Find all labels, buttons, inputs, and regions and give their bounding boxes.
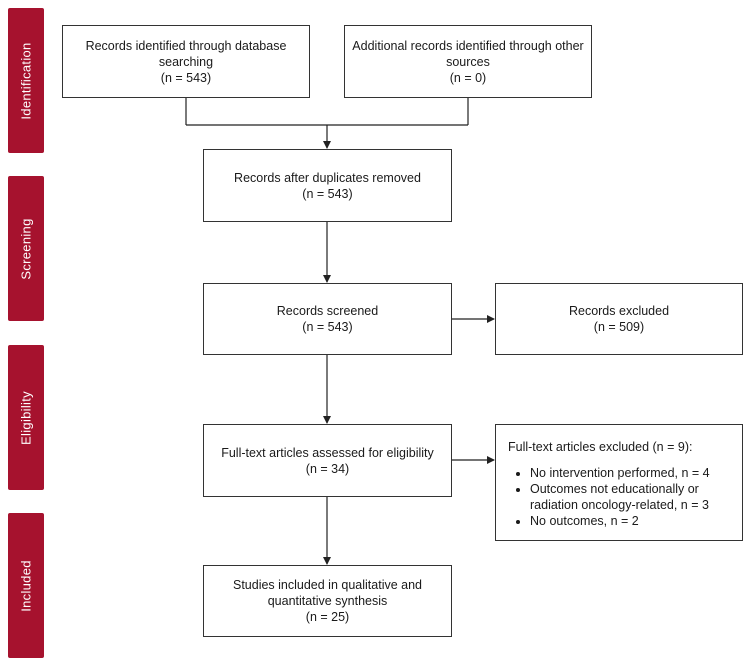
box-fulltext-excluded: Full-text articles excluded (n = 9): No … <box>495 424 743 541</box>
list-item: No outcomes, n = 2 <box>530 513 732 529</box>
box-records-excluded: Records excluded (n = 509) <box>495 283 743 355</box>
box-count: (n = 34) <box>305 461 350 476</box>
box-after-duplicates: Records after duplicates removed (n = 54… <box>203 149 452 222</box>
box-title: Full-text articles excluded (n = 9): <box>508 440 693 454</box>
phase-label: Identification <box>18 41 34 120</box>
box-text: sources <box>446 54 490 69</box>
phase-eligibility: Eligibility <box>8 345 44 490</box>
box-count: (n = 543) <box>302 186 353 201</box>
box-other-records: Additional records identified through ot… <box>344 25 592 98</box>
phase-label: Screening <box>18 217 34 280</box>
box-count: (n = 25) <box>305 610 350 624</box>
box-text: Records excluded <box>568 304 670 318</box>
box-count: (n = 543) <box>302 320 353 334</box>
box-count: (n = 509) <box>593 320 645 334</box>
list-item: Outcomes not educationally or radiation … <box>530 481 732 513</box>
list-item: No intervention performed, n = 4 <box>530 465 732 481</box>
box-count: (n = 543) <box>160 70 212 85</box>
box-text: Records identified through database <box>85 38 287 53</box>
box-records-screened: Records screened (n = 543) <box>203 283 452 355</box>
phase-screening: Screening <box>8 176 44 321</box>
phase-label: Included <box>18 559 34 612</box>
box-text: Records screened <box>276 304 379 318</box>
phase-included: Included <box>8 513 44 658</box>
box-fulltext-assessed: Full-text articles assessed for eligibil… <box>203 424 452 497</box>
box-text: searching <box>158 54 214 69</box>
box-text: Full-text articles assessed for eligibil… <box>221 445 434 460</box>
box-database-records: Records identified through database sear… <box>62 25 310 98</box>
phase-identification: Identification <box>8 8 44 153</box>
exclusion-reasons-list: No intervention performed, n = 4 Outcome… <box>508 465 732 529</box>
box-text: Additional records identified through ot… <box>352 38 584 53</box>
box-text: Records after duplicates removed <box>234 170 421 185</box>
box-studies-included: Studies included in qualitative and quan… <box>203 565 452 637</box>
box-text: quantitative synthesis <box>267 594 388 608</box>
box-count: (n = 0) <box>449 70 487 85</box>
box-text: Studies included in qualitative and <box>232 578 423 592</box>
phase-label: Eligibility <box>18 390 34 445</box>
